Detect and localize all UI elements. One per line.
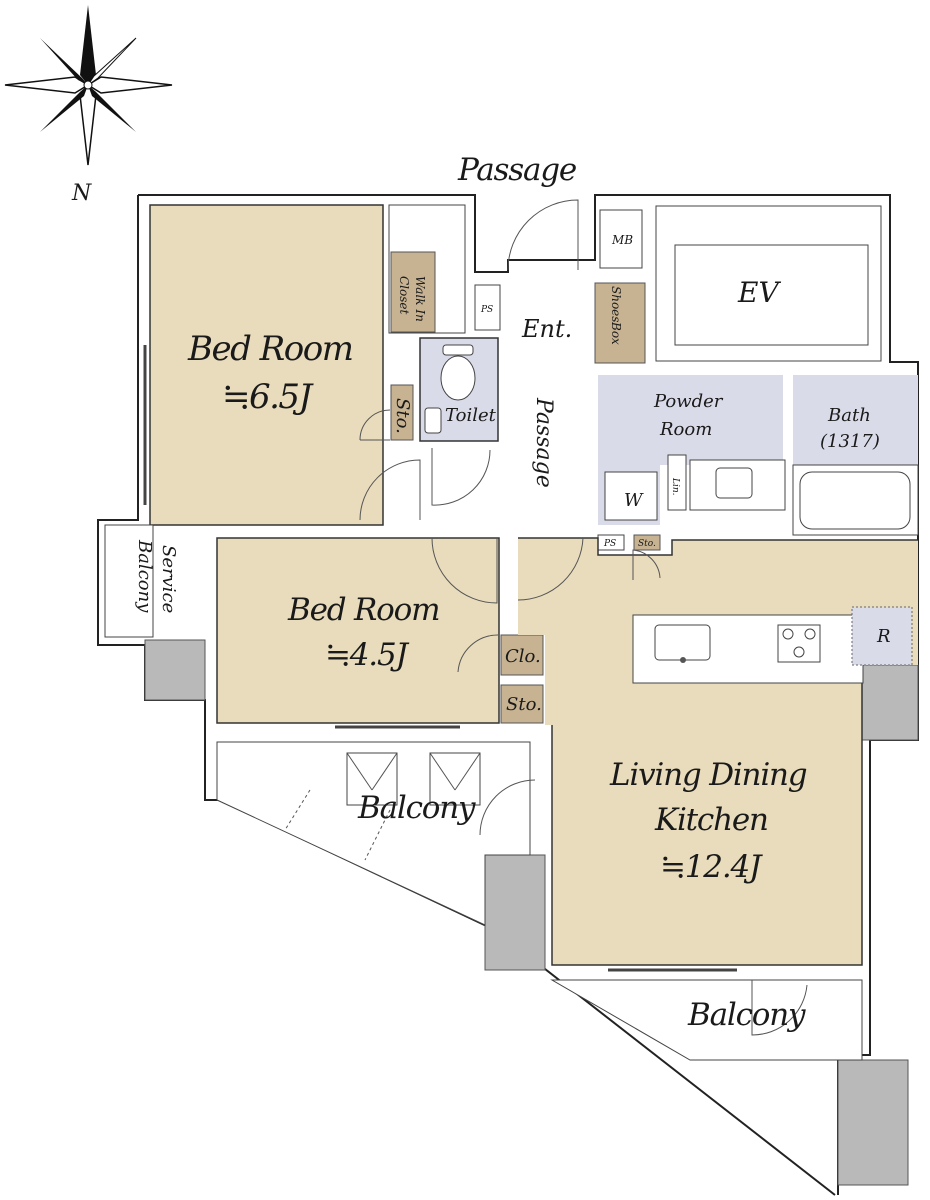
pipe-shaft-1: [474, 284, 501, 331]
kitchen-sink-icon: [654, 624, 711, 661]
bath-label-2: (1317): [820, 431, 880, 452]
powder-room-label-1: Powder: [653, 391, 724, 412]
bed-room-1-size: ≒6.5J: [222, 377, 315, 417]
upper-balcony: [216, 741, 531, 926]
stove-icon: [777, 624, 821, 663]
column: [837, 1059, 909, 1186]
meter-box: [599, 209, 643, 269]
ldk-size: ≒12.4J: [660, 849, 763, 885]
bath-label-1: Bath: [827, 405, 871, 426]
ps-2-label: PS: [603, 539, 616, 549]
ldk-label-1: Living Dining: [609, 757, 807, 793]
linen-cupboard: [667, 454, 687, 511]
compass-rose-icon: [4, 5, 173, 166]
storage-1: [390, 384, 414, 441]
service-balcony: [104, 524, 154, 638]
washer-space: [604, 471, 658, 521]
sto-1-label: Sto.: [392, 398, 413, 434]
refrigerator-space: [851, 606, 913, 666]
lower-balcony: [550, 979, 863, 1061]
service-balcony-label-1: Service: [158, 545, 179, 613]
sto-2-label: Sto.: [506, 694, 542, 715]
ldk-floor: [518, 538, 918, 965]
mb-label: MB: [611, 233, 633, 247]
walk-in-closet-label-1: Walk In: [413, 276, 427, 322]
column: [484, 854, 546, 971]
service-balcony-label-2: Balcony: [134, 539, 155, 613]
north-label: N: [71, 181, 92, 206]
entrance-passage-floor: [505, 280, 595, 530]
powder-room-floor: [598, 375, 783, 465]
powder-room-label-2: Room: [659, 419, 712, 440]
toilet-label: Toilet: [445, 405, 497, 426]
ldk-label-2: Kitchen: [654, 802, 768, 838]
shoes-box-label-2: Box: [609, 321, 623, 345]
passage-inner-label: Passage: [531, 397, 556, 488]
bathtub-icon: [799, 471, 911, 530]
elevator: [655, 205, 882, 362]
column: [144, 639, 206, 701]
ps-1-label: PS: [480, 305, 493, 315]
sink-icon: [424, 407, 442, 434]
bed-room-1-floor: [150, 205, 383, 525]
entrance-label: Ent.: [521, 315, 572, 343]
column: [861, 664, 919, 741]
storage-3: [633, 534, 661, 551]
storage-2: [500, 684, 544, 724]
bed-room-1-label: Bed Room: [187, 329, 352, 369]
sto-3-label: Sto.: [638, 539, 656, 549]
bed-room-2-size: ≒4.5J: [325, 637, 409, 673]
passage-top-label: Passage: [457, 152, 576, 188]
washer-label: W: [624, 490, 644, 511]
ev-label: EV: [737, 276, 781, 309]
bed-room-2-floor: [217, 538, 499, 723]
shoes-box-label-1: Shoes: [609, 286, 623, 322]
walk-in-closet-label-2: Closet: [397, 276, 411, 315]
shoes-box: [594, 282, 646, 364]
bath-floor: [793, 375, 918, 465]
linen-label: Lin.: [670, 477, 680, 496]
walk-in-closet-storage: [390, 251, 436, 333]
clo-label: Clo.: [505, 646, 541, 667]
toilet-bowl-icon: [440, 355, 476, 401]
balcony-lower-label: Balcony: [687, 997, 806, 1033]
balcony-upper-label: Balcony: [357, 790, 476, 826]
vanity-sink-icon: [715, 467, 753, 499]
bed-room-2-label: Bed Room: [287, 592, 439, 628]
refrigerator-label: R: [876, 626, 891, 647]
